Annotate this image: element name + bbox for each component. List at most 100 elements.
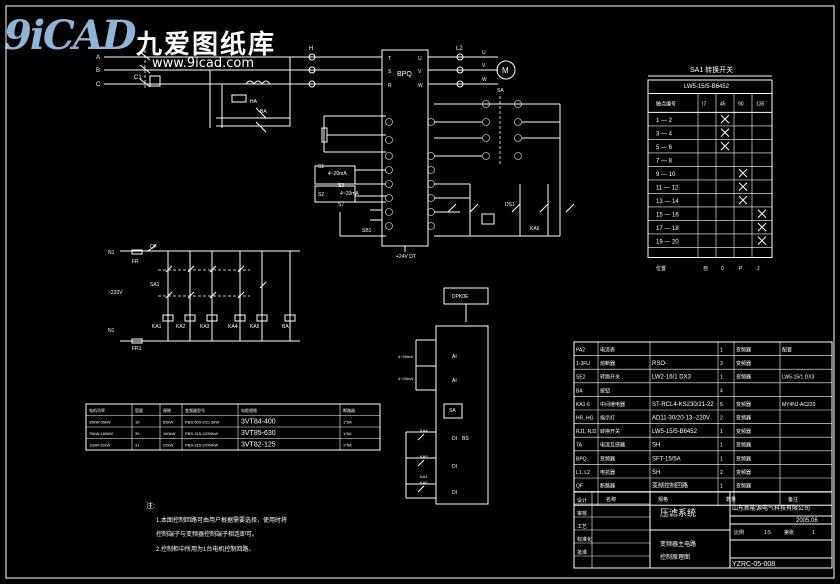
bom-cell-5-4: 变频器 (736, 415, 751, 422)
bom-cell-5-1: 指示灯 (600, 415, 615, 422)
phase-a-label: A (96, 55, 100, 61)
sa1-footer-3: P (739, 266, 743, 272)
plc-module-label: BS (462, 436, 469, 442)
coil-ka4: KA4 (228, 324, 238, 330)
notes: 注: 1.本图控制回路可由用户根据需要选择，使用时将 控制端子与变频器控制端子相… (146, 501, 287, 553)
motor-cell-0-4: 3VT84-400 (241, 419, 276, 426)
coil-ka1: KA1 (152, 324, 162, 330)
tb-scale-label: 比例 (734, 529, 744, 536)
motor-cell-2-1: 31 (135, 443, 140, 448)
phase-c-label: C (96, 82, 101, 88)
bom-cell-2-4: 变频器 (736, 374, 751, 381)
sa1-contact-3: 7 — 8 (656, 158, 673, 164)
tb-standard: 标准化 (577, 536, 592, 543)
bom-cell-10-4: 变频器 (736, 483, 751, 490)
sa1-mark-4-2 (738, 168, 748, 178)
bom-cell-7-0: TA (576, 443, 583, 449)
tb-process: 工艺 (577, 524, 587, 530)
sa1-header-1: I7 (702, 102, 706, 108)
sa1-mark-8-3 (757, 222, 767, 232)
bom-cell-9-0: L1, L2 (576, 470, 590, 476)
control-fr-label: FR (132, 259, 139, 265)
bom-cell-5-0: HR, HG (576, 416, 594, 422)
label-ds1: DS1 (505, 202, 515, 208)
motor-cell-0-1: 18 (135, 420, 140, 425)
plc-ka5: KA5 (420, 454, 428, 459)
tb-date: 2005.06 (796, 518, 818, 524)
notes-line-1: 1.本图控制回路可由用户根据需要选择，使用时将 (156, 516, 287, 524)
sa1-mark-0-1 (720, 114, 730, 124)
bom-cell-6-4: 变频器 (736, 428, 751, 435)
sa1-title: SA1 转换开关 (690, 65, 733, 74)
bom-cell-9-2: SH (652, 470, 660, 476)
bom-cell-10-3: 1 (720, 484, 723, 490)
motor-header-3: 变频器型号 (185, 407, 205, 413)
sa1-footer-0: 位置 (656, 265, 666, 272)
sa1-mark-2-1 (720, 141, 730, 151)
bom-cell-5-2: AD11-30/20-13 -220V (652, 416, 710, 422)
bom-cell-0-5: 配套 (782, 347, 792, 354)
drive-bpq (381, 49, 429, 247)
analog-signal-2: 4~20mA (340, 191, 359, 197)
plc-ai-2: AI (452, 378, 457, 384)
sa1-footer-4: J (757, 266, 760, 272)
tb-description-1: 变频器主电路 (660, 540, 696, 548)
bom-cell-9-3: 2 (720, 470, 723, 476)
ammeter-label: HA (250, 99, 258, 105)
motor-cell-1-4: 3VT85-630 (241, 430, 276, 437)
bom-cell-2-1: 转换开关 (600, 374, 620, 381)
sa1-contact-8: 17 — 18 (656, 226, 679, 232)
control-sa1-label: SA1 (150, 282, 160, 288)
drive-terminals (385, 118, 435, 230)
bom-cell-0-0: PA2 (576, 348, 585, 354)
bom-cell-8-3: 1 (720, 456, 723, 462)
tb-design: 设计 (577, 497, 587, 504)
motor-cell-1-1: 30 (135, 431, 140, 436)
bom-cell-7-2: SH (652, 443, 660, 449)
plc-di-1: DI (452, 436, 457, 442)
svg-text:V: V (482, 63, 486, 69)
plc-header-label: DPK0E (452, 294, 469, 300)
drive-terminal-u: U (418, 56, 422, 62)
tb-sheet-label: 第张 (784, 529, 794, 536)
motor-cell-1-5: 1*5A (343, 431, 352, 436)
notes-line-2: 控制端子与变频器控制端子相连即可。 (156, 530, 258, 538)
bom-cell-3-0: BA (576, 388, 583, 394)
motor-cell-0-5: 1*5A (343, 420, 352, 425)
bom-cell-9-1: 电抗器 (600, 469, 615, 476)
bom-cell-4-2: ST-RCL4-KS230/21-22 (652, 402, 714, 408)
control-fr1-label: FR1 (132, 346, 142, 352)
motor-cell-0-3: PBS-500-2/21.8kW (185, 420, 219, 425)
tb-check: 审核 (577, 510, 587, 517)
label-ka6: KA6 (530, 226, 540, 232)
bom-cell-1-4: 变频器 (736, 360, 751, 367)
bom-cell-2-2: LW2-16/1 DX3 (652, 375, 692, 381)
motor-symbol (496, 60, 516, 80)
plc-analog-1: 4~20mA (398, 354, 413, 359)
control-n1-bottom: N1 (108, 328, 115, 334)
bom-cell-6-2: LW5-15/5-B6452 (652, 429, 698, 435)
sa1-contact-2: 5 — 6 (656, 145, 673, 151)
tb-drawing-no: YZRC-05-008 (732, 561, 775, 568)
bom-cell-6-3: 1 (720, 429, 723, 435)
plc-ai-1: AI (452, 354, 457, 360)
label-s7: S7 (338, 202, 344, 208)
bom-cell-4-5: MY4NJ-AC220 (782, 402, 816, 408)
bom-header-3: 数量 (726, 496, 736, 503)
phase-b-label: B (96, 68, 100, 74)
title-block: 设计 审核 工艺 标准化 批准 山东新能源电气科技有限公司 2005.06 压滤… (573, 491, 833, 569)
sa1-contact-9: 19 — 20 (656, 239, 679, 245)
sa1-header-2: 45 (720, 102, 726, 108)
motor-cell-2-5: 1*5A (343, 443, 352, 448)
motor-cell-0-0: 15kW-55kW (89, 420, 111, 425)
breaker-h-label: H (309, 46, 313, 52)
motor-cell-0-2: 55kW (163, 420, 173, 425)
drive-terminal-w: W (418, 83, 423, 89)
bom-cell-8-2: SFT-15/5A (652, 456, 681, 462)
bom-cell-5-3: 2 (720, 416, 723, 422)
control-circuit: N1 QF ~220V FR SA1 KA1 KA2 KA3 KA4 KA5 B… (108, 244, 300, 352)
sa1-mark-1-1 (720, 128, 730, 138)
